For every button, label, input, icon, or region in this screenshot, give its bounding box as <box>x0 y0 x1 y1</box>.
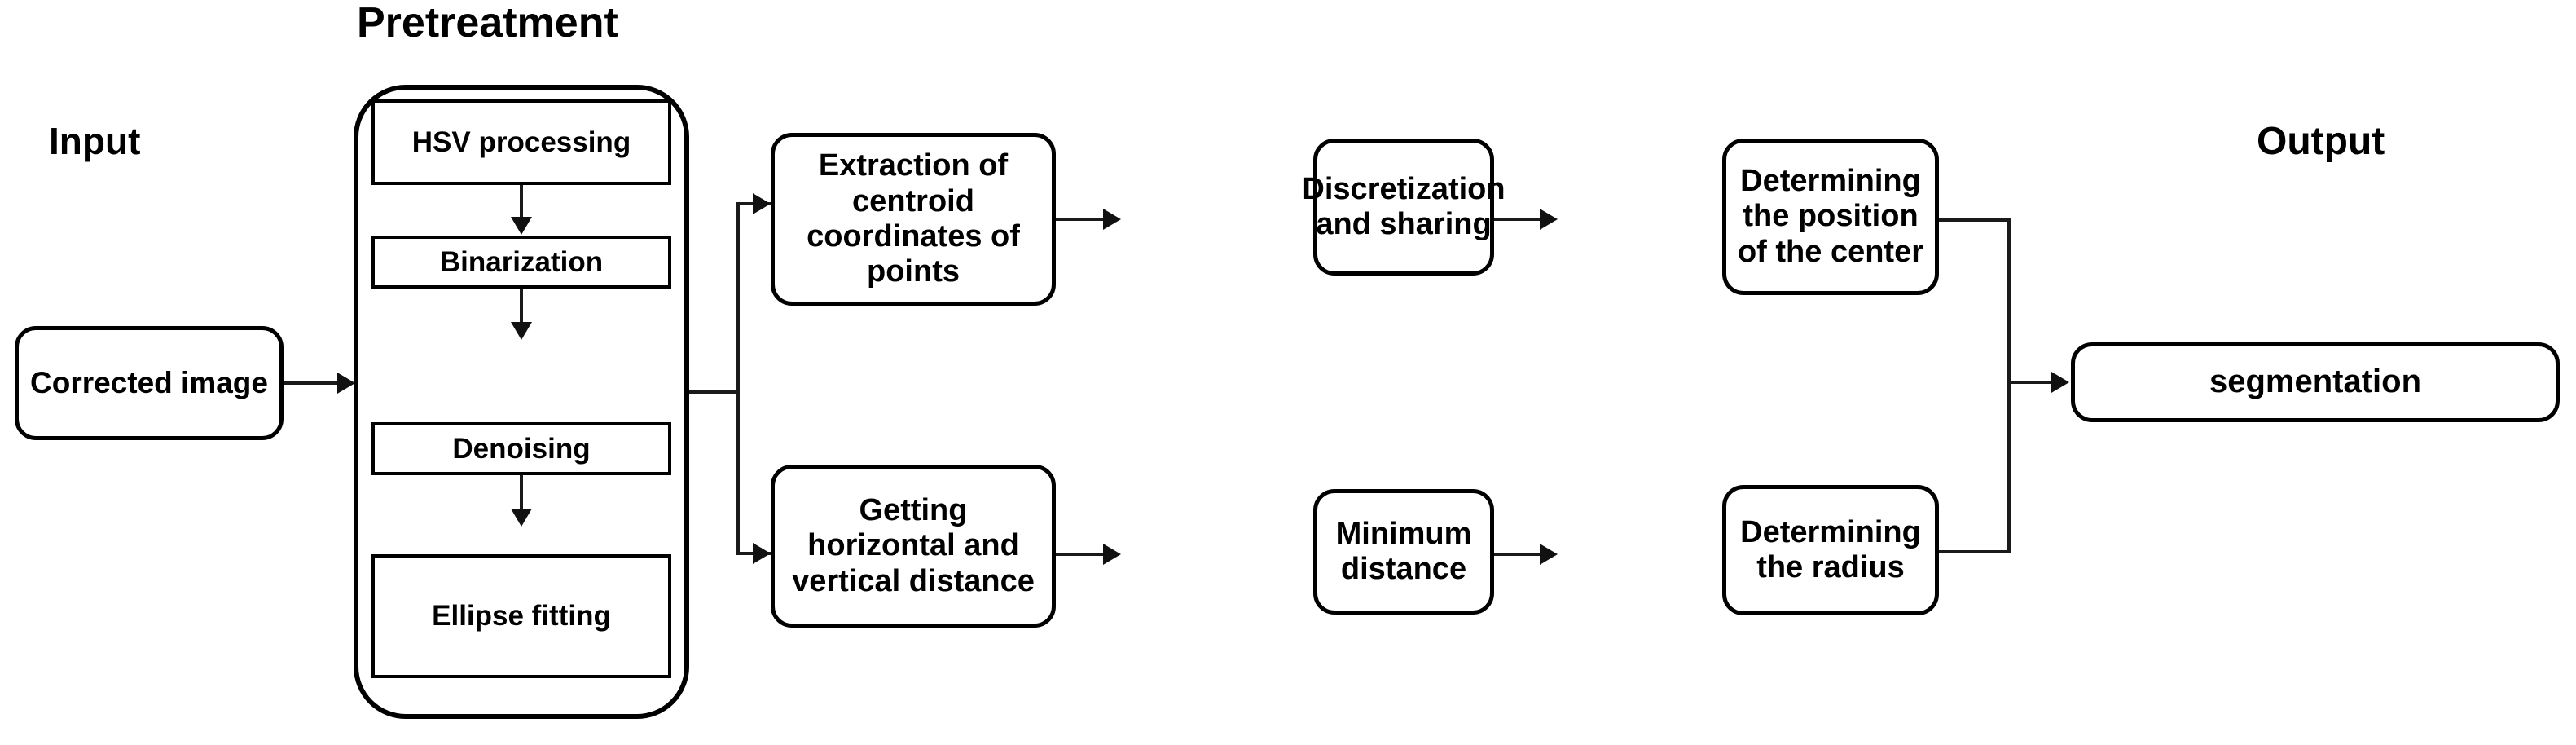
box-hsv-processing[interactable]: HSV processing <box>371 99 671 185</box>
connector-denoising-to-ellipse <box>520 475 523 513</box>
pretreatment-section-caption: Pretreatment <box>357 0 618 46</box>
arrowhead-extraction-to-discretization <box>1103 209 1121 230</box>
arrowhead-binarization-to-denoising <box>511 322 532 340</box>
box-determining-position-of-center[interactable]: Determining the position of the center <box>1722 139 1939 295</box>
connector-binarization-to-denoising <box>520 289 523 326</box>
connector-discretization-to-center <box>1494 218 1543 221</box>
arrowhead-distance-to-minimum <box>1103 544 1121 565</box>
box-ellipse-fitting[interactable]: Ellipse fitting <box>371 554 671 678</box>
connector-pretreatment-split-riser <box>736 204 740 555</box>
box-determining-the-radius[interactable]: Determining the radius <box>1722 485 1939 615</box>
connector-hsv-to-binarization <box>520 185 523 221</box>
box-corrected-image[interactable]: Corrected image <box>15 326 284 440</box>
connector-pretreatment-split-stem <box>689 390 740 394</box>
box-segmentation[interactable]: segmentation <box>2071 342 2560 422</box>
box-extraction-of-centroid-coordinates[interactable]: Extraction of centroid coordinates of po… <box>771 133 1056 306</box>
connector-radius-merge-stem <box>1939 550 2011 553</box>
input-section-caption: Input <box>49 120 141 162</box>
box-discretization-and-sharing[interactable]: Discretization and sharing <box>1302 139 1506 276</box>
arrowhead-minimum-to-radius <box>1540 544 1558 565</box>
connector-center-merge-stem <box>1939 218 2011 222</box>
arrowhead-hsv-to-binarization <box>511 217 532 235</box>
arrowhead-discretization-to-center <box>1540 209 1558 230</box>
connector-distance-to-minimum <box>1056 553 1106 556</box>
arrowhead-input-to-pretreatment <box>337 372 355 394</box>
connector-minimum-to-radius <box>1494 553 1543 556</box>
output-section-caption: Output <box>2257 120 2385 163</box>
arrowhead-merge-to-output <box>2051 372 2069 393</box>
connector-merge-riser <box>2007 218 2011 553</box>
arrowhead-split-to-top-branch <box>753 193 771 214</box>
connector-extraction-to-discretization <box>1056 218 1106 221</box>
connector-merge-to-output <box>2007 381 2056 384</box>
arrowhead-denoising-to-ellipse <box>511 509 532 527</box>
pretreatment-group-container <box>354 85 689 719</box>
box-binarization[interactable]: Binarization <box>371 236 671 289</box>
connector-input-to-pretreatment <box>284 381 341 385</box>
box-minimum-distance[interactable]: Minimum distance <box>1313 489 1494 615</box>
arrowhead-split-to-bottom-branch <box>753 543 771 564</box>
box-denoising[interactable]: Denoising <box>371 422 671 475</box>
box-getting-horizontal-and-vertical-distance[interactable]: Getting horizontal and vertical distance <box>771 465 1056 628</box>
